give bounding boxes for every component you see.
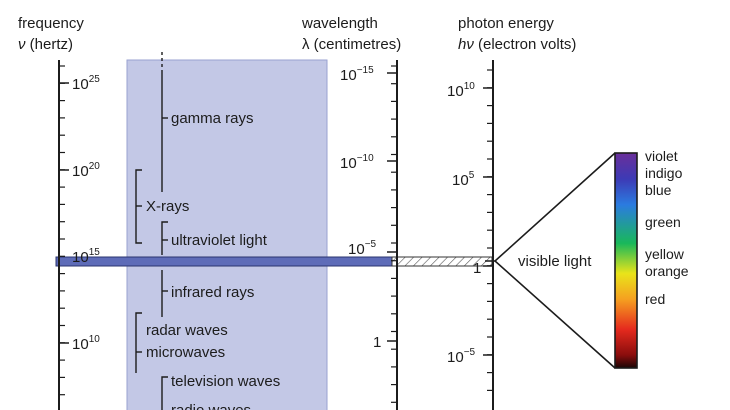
energy-tick-label: 105: [452, 170, 475, 189]
band-television-waves: television waves: [171, 373, 280, 390]
energy-tick-label: 1010: [447, 81, 475, 100]
wavelength-header: wavelength: [301, 15, 378, 32]
band-infrared-rays: infrared rays: [171, 284, 254, 301]
energy-header: photon energy: [458, 15, 554, 32]
wavelength-unit: λ (centimetres): [302, 36, 401, 53]
frequency-tick-label: 1015: [72, 247, 100, 266]
wavelength-tick-label: 10−5: [348, 239, 377, 258]
visible-light-label: visible light: [518, 253, 592, 270]
frequency-unit: ν (hertz): [18, 36, 73, 53]
energy-symbol: hν: [458, 36, 474, 53]
spectrum-violet: violet: [645, 148, 678, 164]
frequency-header: frequency: [18, 15, 84, 32]
energy-tick-label: 10−5: [447, 347, 476, 366]
band-gamma-rays: gamma rays: [171, 110, 254, 127]
energy-tick-label: 1: [473, 260, 481, 277]
band-brackets: [135, 52, 168, 410]
band-x-rays: X-rays: [146, 198, 189, 215]
wavelength-tick-label: 1: [373, 334, 381, 351]
energy-unit: hν (electron volts): [458, 36, 576, 53]
frequency-tick-label: 1010: [72, 334, 100, 353]
band-ultraviolet-light: ultraviolet light: [171, 232, 268, 249]
band-region: [126, 59, 328, 410]
frequency-tick-label: 1025: [72, 74, 100, 93]
frequency-unit-text: (hertz): [26, 36, 74, 53]
spectrum-orange: orange: [645, 263, 689, 279]
energy-unit-text: (electron volts): [474, 36, 577, 53]
spectrum-blue: blue: [645, 182, 672, 198]
band-microwaves: microwaves: [146, 344, 225, 361]
frequency-symbol: ν: [18, 36, 26, 53]
wavelength-tick-label: 10−10: [340, 153, 374, 172]
band-radio-waves: radio waves: [171, 402, 251, 410]
spectrum-yellow: yellow: [645, 246, 685, 262]
visible-spectrum-bar: [614, 152, 638, 369]
band-radar-waves: radar waves: [146, 322, 228, 339]
visible-strip: [55, 256, 393, 267]
wavelength-tick-label: 10−15: [340, 65, 374, 84]
spectrum-red: red: [645, 291, 665, 307]
frequency-tick-label: 1020: [72, 161, 100, 180]
spectrum-green: green: [645, 214, 681, 230]
spectrum-indigo: indigo: [645, 165, 683, 181]
